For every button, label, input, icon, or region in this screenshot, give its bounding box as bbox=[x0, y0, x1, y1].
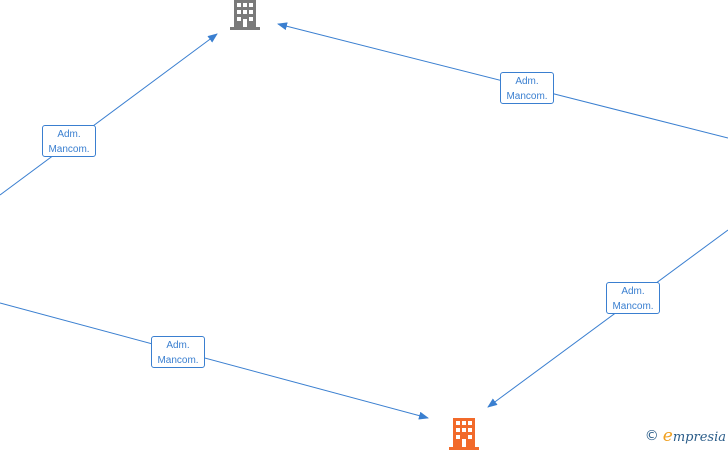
edge-label-role: Adm. bbox=[621, 286, 645, 297]
edge-label-role-type: Mancom. bbox=[612, 301, 654, 312]
edge-label-role: Adm. bbox=[166, 340, 190, 351]
brand-logo: empresia bbox=[663, 426, 726, 446]
brand-name: mpresia bbox=[672, 430, 726, 445]
edge-line-right-bottom bbox=[487, 229, 728, 408]
edge-line-left-top bbox=[0, 33, 218, 196]
edge-label-left-bottom[interactable]: Adm. Mancom. bbox=[151, 336, 205, 368]
edge-label-role: Adm. bbox=[515, 76, 539, 87]
building-icon bbox=[230, 0, 260, 30]
brand-initial: e bbox=[662, 426, 673, 446]
edge-label-left-top[interactable]: Adm. Mancom. bbox=[42, 125, 96, 157]
edge-label-right-bottom[interactable]: Adm. Mancom. bbox=[606, 282, 660, 314]
edge-label-right-top[interactable]: Adm. Mancom. bbox=[500, 72, 554, 104]
edge-label-role: Adm. bbox=[57, 129, 81, 140]
edge-label-role-type: Mancom. bbox=[157, 355, 199, 366]
edge-label-role-type: Mancom. bbox=[506, 91, 548, 102]
company-node-top[interactable] bbox=[228, 0, 262, 30]
brand-watermark: © empresia bbox=[645, 426, 726, 446]
company-node-bottom[interactable] bbox=[447, 418, 481, 450]
edge-line-left-bottom bbox=[0, 302, 429, 420]
copyright-icon: © bbox=[644, 428, 659, 444]
edge-label-role-type: Mancom. bbox=[48, 144, 90, 155]
building-icon bbox=[449, 418, 479, 450]
